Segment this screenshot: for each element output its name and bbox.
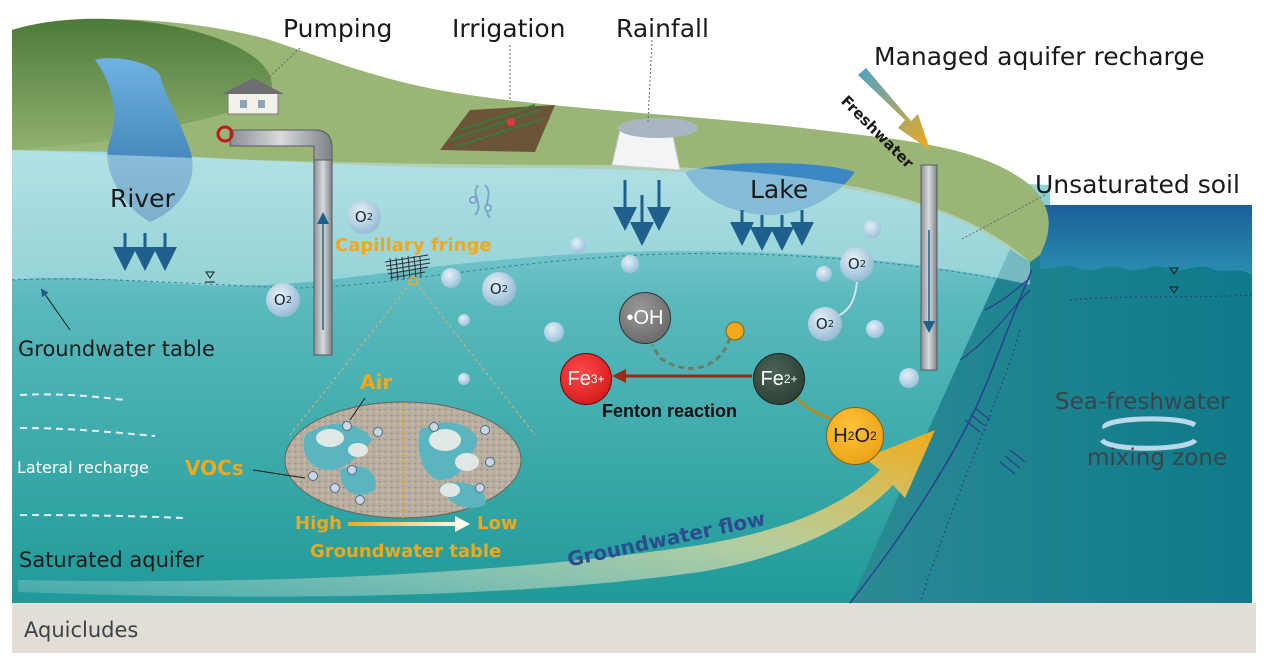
label-mixing-zone: mixing zone bbox=[1087, 445, 1228, 471]
air-bubble bbox=[621, 255, 639, 273]
label-air: Air bbox=[360, 370, 393, 394]
gw-table-pointer bbox=[40, 288, 71, 331]
irrigation-field-icon bbox=[440, 104, 555, 152]
mixing-cycle-icon bbox=[1099, 416, 1198, 451]
air-bubble bbox=[899, 368, 919, 388]
hydroxyl-radical: •OH bbox=[619, 292, 671, 344]
air-bubble bbox=[866, 320, 884, 338]
groundwater-table-line bbox=[11, 253, 1031, 289]
root-plume-icon bbox=[469, 184, 492, 219]
label-aquicludes: Aquicludes bbox=[24, 618, 139, 642]
label-unsaturated-soil: Unsaturated soil bbox=[1035, 170, 1240, 199]
vocs-pointer bbox=[252, 469, 306, 479]
air-bubble bbox=[570, 237, 586, 253]
lake-infiltration-arrows bbox=[730, 210, 814, 251]
zoom-lines bbox=[289, 282, 536, 436]
freshwater-arrow bbox=[858, 68, 930, 150]
air-bubble bbox=[544, 322, 564, 342]
label-groundwater-table: Groundwater table bbox=[18, 337, 215, 361]
label-saturated-aquifer: Saturated aquifer bbox=[19, 548, 204, 572]
capillary-fringe-mesh bbox=[384, 254, 431, 281]
unsaturated-soil-pointer bbox=[959, 194, 1046, 241]
pump-valve-icon bbox=[216, 125, 234, 143]
house-icon bbox=[222, 78, 284, 115]
upper-aquifer-zone bbox=[12, 150, 1030, 286]
saline-wedge-boundary bbox=[849, 269, 1033, 604]
voc-particles bbox=[308, 421, 495, 505]
air-pockets bbox=[316, 429, 479, 497]
label-pumping: Pumping bbox=[283, 14, 393, 43]
air-bubble bbox=[458, 373, 470, 385]
air-bubble bbox=[863, 220, 881, 238]
label-fenton-reaction: Fenton reaction bbox=[602, 401, 738, 421]
label-sea-freshwater: Sea-freshwater bbox=[1055, 389, 1230, 415]
aquiclude-layer bbox=[12, 603, 1256, 653]
air-bubble bbox=[816, 266, 832, 282]
lateral-recharge-arrows bbox=[19, 393, 184, 519]
coastal-flow-lines bbox=[959, 277, 1031, 475]
o2-reduction-arrow bbox=[837, 281, 858, 317]
groundwater-flow-arrow bbox=[18, 430, 935, 597]
pumping-pipe bbox=[229, 129, 333, 161]
river-infiltration-arrows bbox=[113, 233, 177, 271]
pumping-pointer bbox=[261, 47, 301, 85]
water-table-symbol bbox=[205, 271, 215, 283]
fringe-zoom-point bbox=[408, 276, 418, 286]
rainfall-infiltration-arrows bbox=[613, 180, 671, 246]
sea-body bbox=[850, 205, 1252, 603]
label-managed-recharge: Managed aquifer recharge bbox=[874, 42, 1205, 71]
label-gradient-caption: Groundwater table bbox=[310, 541, 502, 562]
high-low-arrow bbox=[348, 516, 470, 532]
fe2-to-fe3-arrowhead bbox=[612, 369, 626, 383]
label-lateral-recharge: Lateral recharge bbox=[17, 458, 149, 477]
rainfall-pointer bbox=[647, 39, 653, 123]
sea-interface-dotted bbox=[1069, 294, 1253, 301]
oh-cycle-arrow bbox=[650, 337, 732, 370]
sea-surface bbox=[1040, 205, 1252, 275]
electron-dot bbox=[725, 321, 745, 341]
label-rainfall: Rainfall bbox=[616, 14, 709, 43]
label-irrigation: Irrigation bbox=[452, 14, 566, 43]
air-bubble bbox=[441, 268, 461, 288]
label-low: Low bbox=[477, 513, 518, 534]
label-vocs: VOCs bbox=[185, 456, 244, 480]
sea-water-table-icon bbox=[1169, 267, 1179, 294]
rain-cloud-icon bbox=[611, 118, 698, 171]
label-river: River bbox=[110, 184, 175, 213]
air-pointer bbox=[349, 397, 366, 421]
label-lake: Lake bbox=[750, 175, 809, 204]
label-high: High bbox=[295, 513, 342, 534]
label-capillary-fringe: Capillary fringe bbox=[335, 235, 492, 256]
air-bubble bbox=[458, 314, 470, 326]
